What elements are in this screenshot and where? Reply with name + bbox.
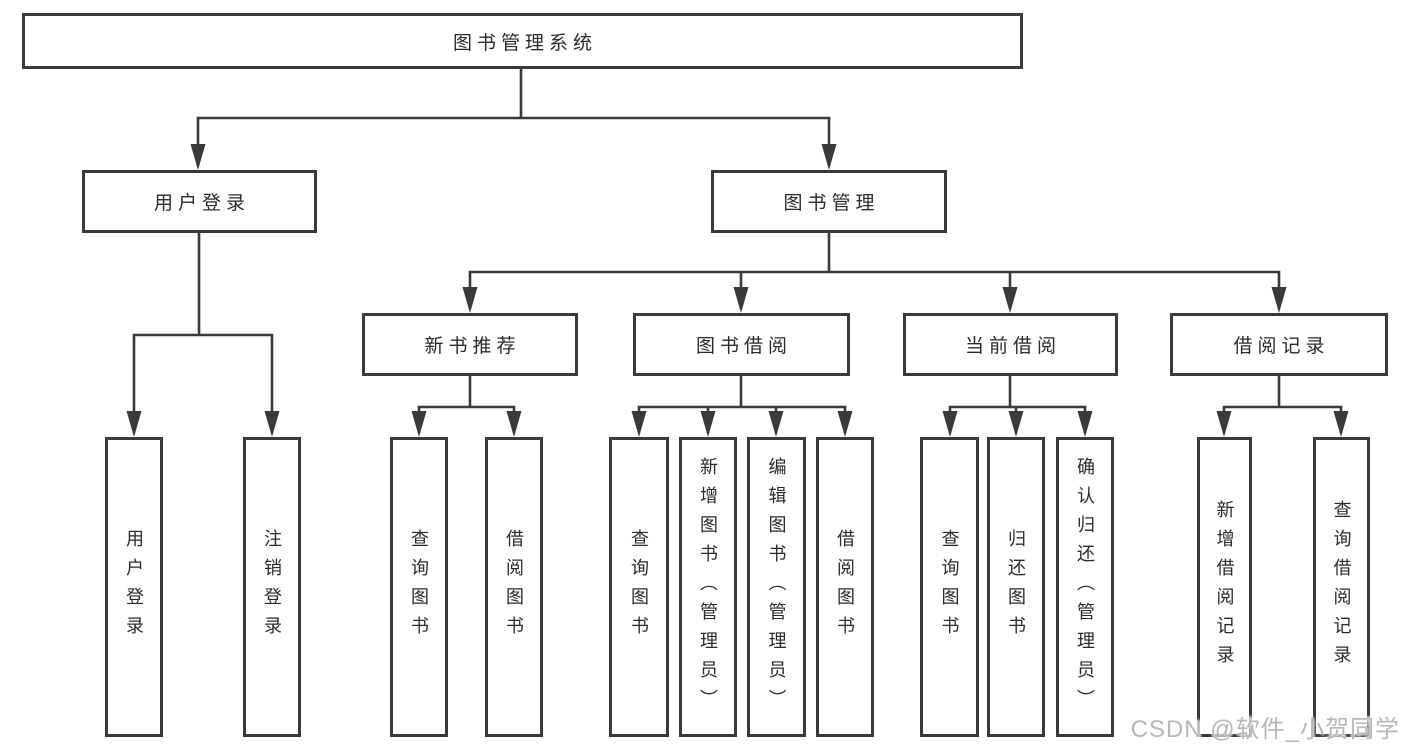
node-label: 图书借阅 [695, 336, 792, 357]
leaf-return-books: 归还图书 [987, 437, 1045, 737]
connector-userlogin-split [132, 333, 274, 433]
csdn-watermark: CSDN @软件_小贺同学 [1130, 716, 1400, 743]
leaf-add-books-admin: 新增图书（管理员） [679, 437, 737, 737]
node-label: 当前借阅 [964, 336, 1061, 357]
leaf-label: 新增图书（管理员） [698, 456, 718, 718]
leaf-label: 确认归还（管理员） [1075, 456, 1095, 718]
leaf-add-borrow-record: 新增借阅记录 [1197, 437, 1252, 737]
leaf-label: 查询借阅记录 [1331, 500, 1352, 674]
leaf-borrow-books: 借阅图书 [816, 437, 874, 737]
leaf-confirm-return-admin: 确认归还（管理员） [1056, 437, 1114, 737]
leaf-label: 注销登录 [262, 529, 282, 645]
node-label: 用户登录 [153, 193, 250, 214]
leaf-query-books-newrec: 查询图书 [390, 437, 448, 737]
leaf-label: 编辑图书（管理员） [766, 456, 787, 718]
leaf-query-books-borrowing: 查询图书 [609, 437, 669, 737]
leaf-label: 借阅图书 [835, 529, 855, 645]
leaf-query-books-current: 查询图书 [920, 437, 979, 737]
connector-root-split [196, 116, 831, 166]
leaf-label: 查询图书 [409, 529, 429, 645]
leaf-label: 借阅图书 [504, 529, 524, 645]
node-label: 借阅记录 [1233, 336, 1330, 357]
leaf-label: 归还图书 [1006, 529, 1026, 645]
node-current-borrowing: 当前借阅 [903, 313, 1118, 376]
node-label: 图书管理 [783, 193, 880, 214]
node-root-library-system: 图书管理系统 [22, 13, 1023, 69]
node-label: 新书推荐 [424, 336, 521, 357]
leaf-label: 查询图书 [629, 529, 649, 645]
arrowheads [126, 144, 1349, 437]
leaf-label: 用户登录 [124, 529, 144, 645]
connector-bookmgmt-split [468, 270, 1281, 309]
leaf-logout: 注销登录 [243, 437, 301, 737]
node-borrowing-records: 借阅记录 [1170, 313, 1388, 376]
leaf-label: 查询图书 [939, 529, 960, 645]
connector-bookborrow-split [637, 375, 847, 433]
leaf-query-borrow-record: 查询借阅记录 [1313, 437, 1370, 737]
node-book-management: 图书管理 [711, 170, 947, 233]
leaf-borrow-books-newrec: 借阅图书 [485, 437, 543, 737]
node-new-book-recommendation: 新书推荐 [362, 313, 578, 376]
leaf-edit-books-admin: 编辑图书（管理员） [747, 437, 806, 737]
node-label: 图书管理系统 [452, 32, 597, 54]
leaf-label: 新增借阅记录 [1214, 500, 1235, 674]
leaf-user-login: 用户登录 [105, 437, 163, 737]
node-user-login: 用户登录 [82, 170, 317, 233]
connector-borrowrecord-split [1222, 375, 1343, 433]
connector-newbookrec-split [417, 375, 516, 433]
node-book-borrowing: 图书借阅 [633, 313, 850, 376]
